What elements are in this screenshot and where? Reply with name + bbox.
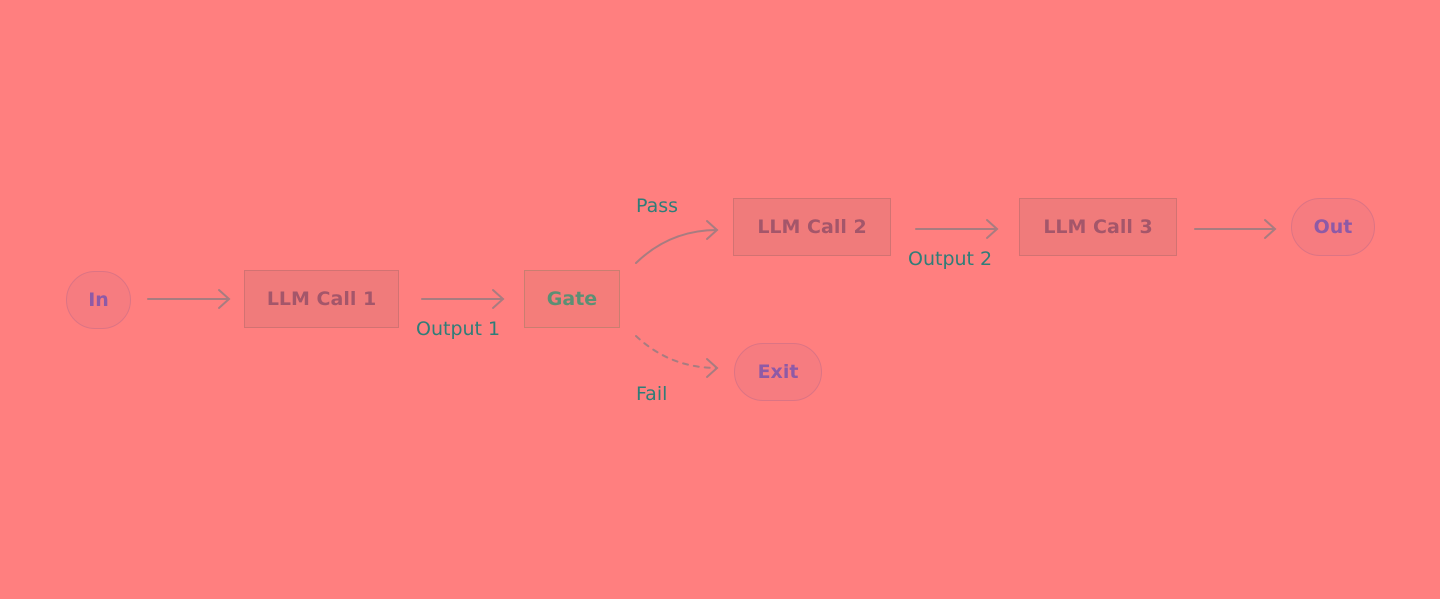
node-exit: Exit [734,343,822,401]
node-llm-call-3: LLM Call 3 [1019,198,1177,256]
arrow-llm3-to-out [1194,219,1277,239]
edge-label-pass: Pass [636,195,679,217]
node-llm-call-2: LLM Call 2 [733,198,891,256]
node-in: In [66,271,131,329]
arrow-llm2-to-llm3 [915,219,999,239]
node-gate: Gate [524,270,620,328]
arrow-gate-to-llm2 [635,220,719,264]
arrow-in-to-llm1 [147,289,231,309]
node-llm-call-1: LLM Call 1 [244,270,399,328]
arrow-llm1-to-gate [421,289,505,309]
node-out: Out [1291,198,1375,256]
edge-label-fail: Fail [636,383,668,405]
arrow-gate-to-exit [635,335,719,378]
edge-label-output-1: Output 1 [416,318,501,340]
edge-label-output-2: Output 2 [908,248,993,270]
